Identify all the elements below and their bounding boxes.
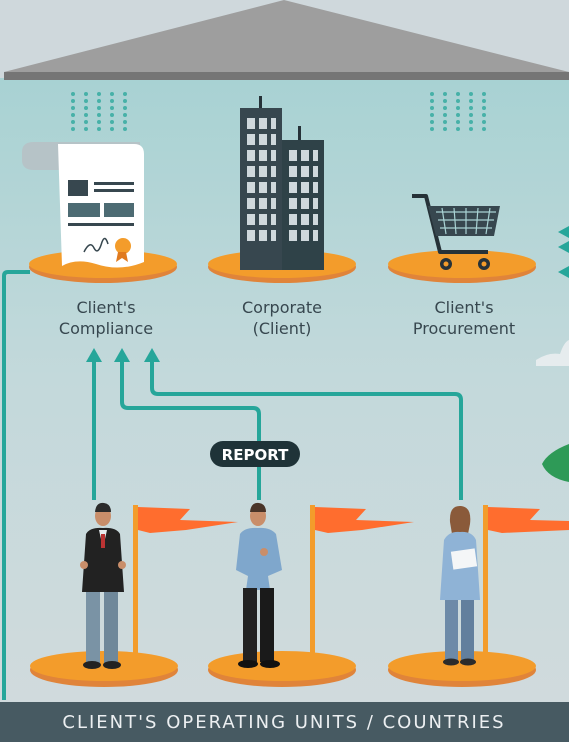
procurement-label-line2: Procurement xyxy=(413,319,515,338)
operating-units-banner xyxy=(0,702,569,742)
dot-pattern-right xyxy=(430,92,486,131)
arrow-heads xyxy=(86,348,160,362)
report-badge xyxy=(210,441,300,467)
procurement-label-line1: Client's xyxy=(434,298,493,317)
report-arrows xyxy=(92,362,463,500)
shopping-cart-icon xyxy=(412,194,500,270)
person-businessman-suit xyxy=(80,502,126,669)
right-edge-arrows xyxy=(558,226,569,278)
right-edge-cloud xyxy=(536,340,569,366)
compliance-label-line1: Client's xyxy=(76,298,135,317)
flag-3 xyxy=(483,505,569,665)
platform-unit-3-top xyxy=(388,651,536,681)
dot-pattern-left xyxy=(71,92,127,131)
person-man-blue-shirt xyxy=(236,502,282,668)
flag-2 xyxy=(310,505,414,665)
compliance-label-line2: Compliance xyxy=(59,319,153,338)
platform-procurement-top xyxy=(388,250,536,278)
left-connector-line xyxy=(2,270,30,700)
right-edge-disc xyxy=(542,444,569,482)
person-woman-documents xyxy=(440,505,480,666)
platform-unit-2-top xyxy=(208,651,356,681)
arrow-from-person-3 xyxy=(150,362,463,500)
report-label: REPORT xyxy=(222,446,289,464)
corporate-label-line2: (Client) xyxy=(253,319,312,338)
arrow-from-person-2 xyxy=(120,362,261,500)
building-roof xyxy=(4,0,569,72)
corporate-label-line1: Corporate xyxy=(242,298,322,317)
roof-band xyxy=(4,72,569,80)
corporate-buildings-icon xyxy=(240,96,324,270)
compliance-document-icon xyxy=(22,142,144,268)
flag-1 xyxy=(133,505,238,665)
operating-units-label: CLIENT'S OPERATING UNITS / COUNTRIES xyxy=(62,712,505,733)
